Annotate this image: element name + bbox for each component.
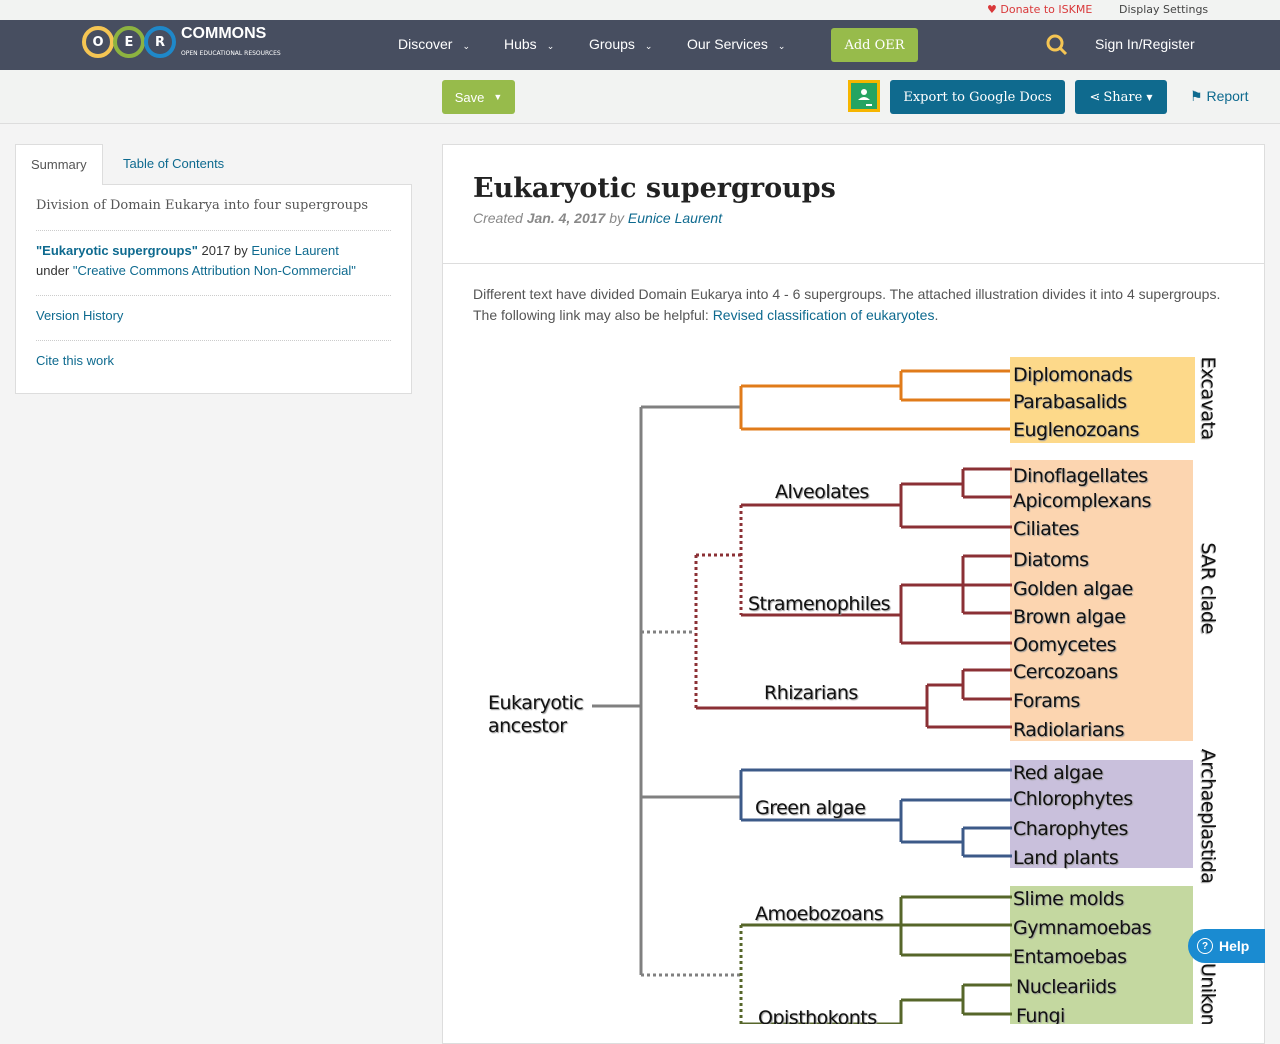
attribution: "Eukaryotic supergroups" 2017 by Eunice … [36,231,391,296]
nav-label: Our Services [687,36,768,52]
resource-title-link[interactable]: "Eukaryotic supergroups" [36,243,198,258]
help-label: Help [1219,938,1250,954]
nav-discover[interactable]: Discover ⌄ [398,36,470,52]
report-link[interactable]: ⚑ Report [1190,88,1248,105]
logo-r: R [144,26,176,58]
created-meta: Created Jan. 4, 2017 by Eunice Laurent [473,210,1234,226]
donate-label: Donate to ISKME [1000,3,1093,16]
nav-our-services[interactable]: Our Services ⌄ [687,36,785,52]
created-prefix: Created [473,210,527,226]
chevron-down-icon: ⌄ [546,41,555,51]
body-paragraph: Different text have divided Domain Eukar… [473,286,1221,323]
save-label: Save [454,89,485,105]
chevron-down-icon: ⌄ [462,41,471,51]
share-button[interactable]: ⋖Share▼ [1075,80,1167,114]
nav-hubs[interactable]: Hubs ⌄ [504,36,554,52]
nav-label: Groups [589,36,635,52]
export-google-docs-button[interactable]: Export to Google Docs [890,80,1065,114]
google-classroom-icon[interactable] [848,80,880,112]
body-end: . [934,307,939,323]
body-text: Different text have divided Domain Eukar… [443,264,1264,346]
donate-link[interactable]: ♥ Donate to ISKME [987,3,1092,16]
logo-sub: OPEN EDUCATIONAL RESOURCES [181,50,281,57]
author-link[interactable]: Eunice Laurent [627,210,723,226]
sidebar: Summary Table of Contents Division of Do… [15,144,412,394]
search-icon[interactable] [1046,34,1068,60]
save-button[interactable]: Save ▼ [442,80,515,114]
share-icon: ⋖ [1089,89,1101,105]
heart-icon: ♥ [987,3,997,16]
nav-groups[interactable]: Groups ⌄ [589,36,652,52]
logo-name: COMMONS [181,25,267,42]
nav-label: Hubs [504,36,537,52]
resource-toolbar: Save▼ Export to Google Docs ⋖Share▼ ⚑ Re… [0,70,1280,124]
display-settings-link[interactable]: Display Settings [1119,3,1209,16]
flag-icon: ⚑ [1190,88,1203,104]
caret-down-icon: ▼ [493,92,503,102]
question-icon: ? [1197,938,1213,954]
page-title: Eukaryotic supergroups [473,173,836,204]
caret-down-icon: ▼ [1146,92,1153,102]
utility-bar: ♥ Donate to ISKME Display Settings [0,0,1280,20]
attr-year: 2017 by [197,243,252,258]
oer-commons-logo[interactable]: O E R COMMONS OPEN EDUCATIONAL RESOURCES [82,26,281,58]
chevron-down-icon: ⌄ [777,41,786,51]
resource-content: Eukaryotic supergroups Created Jan. 4, 2… [442,144,1265,1044]
report-label: Report [1206,88,1249,104]
logo-o: O [82,26,114,58]
logo-e: E [113,26,145,58]
nav-label: Discover [398,36,453,52]
tab-summary[interactable]: Summary [15,144,103,185]
tab-table-of-contents[interactable]: Table of Contents [123,156,225,171]
chevron-down-icon: ⌄ [644,41,653,51]
share-label: Share [1103,89,1143,105]
created-date: Jan. 4, 2017 [526,210,606,226]
sign-in-link[interactable]: Sign In/Register [1095,36,1195,52]
author-link[interactable]: Eunice Laurent [251,243,339,258]
version-history-link[interactable]: Version History [36,308,124,323]
summary-description: Division of Domain Eukarya into four sup… [36,198,369,213]
add-oer-button[interactable]: Add OER [831,28,918,62]
revised-classification-link[interactable]: Revised classification of eukaryotes [712,307,935,323]
attr-under: under [36,263,73,278]
help-button[interactable]: ? Help [1188,929,1265,963]
created-by: by [605,210,628,226]
cite-link[interactable]: Cite this work [36,353,115,368]
license-link[interactable]: "Creative Commons Attribution Non-Commer… [72,263,356,278]
